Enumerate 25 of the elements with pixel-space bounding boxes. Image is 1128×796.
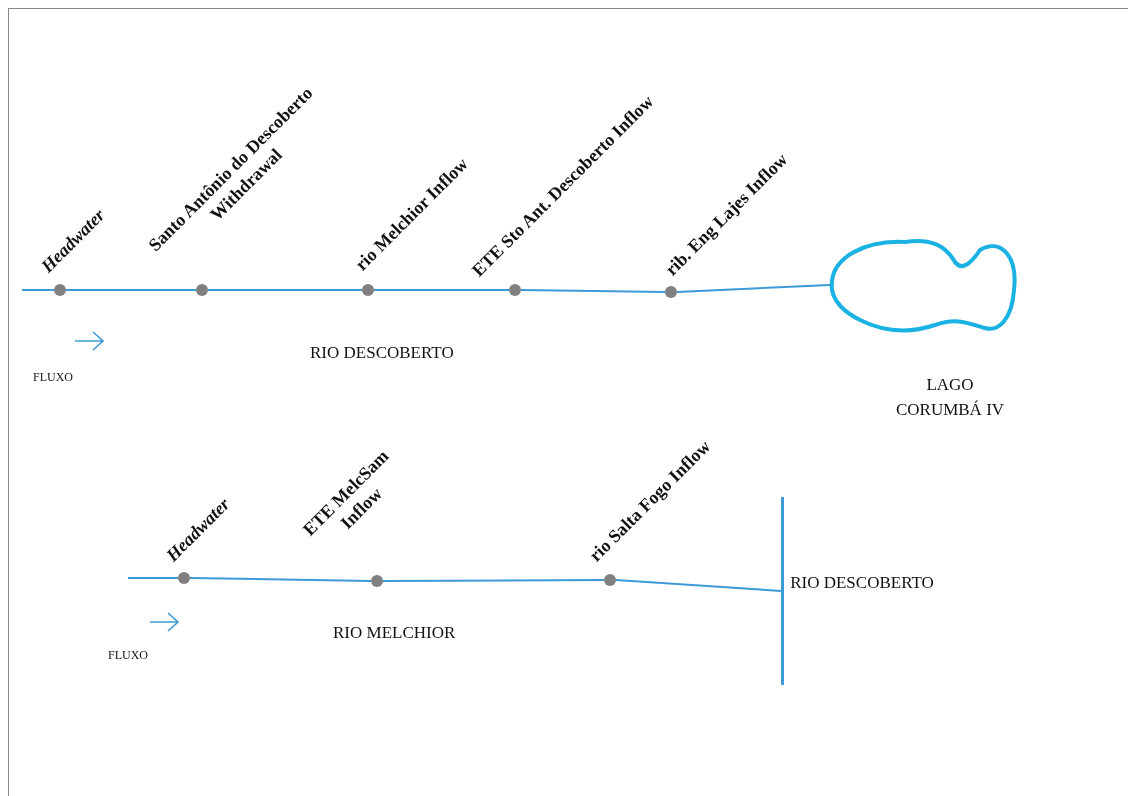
lake-name: LAGO CORUMBÁ IV bbox=[895, 374, 1005, 421]
river-line bbox=[676, 284, 831, 293]
flow-label: FLUXO bbox=[33, 370, 73, 385]
flow-label: FLUXO bbox=[108, 648, 148, 663]
river-line bbox=[781, 497, 784, 685]
river-line bbox=[615, 579, 782, 592]
point-marker bbox=[178, 572, 190, 584]
point-marker bbox=[665, 286, 677, 298]
river-name: RIO MELCHIOR bbox=[333, 623, 456, 643]
river-line bbox=[382, 579, 605, 582]
river-line bbox=[520, 289, 666, 293]
point-marker bbox=[604, 574, 616, 586]
river-line bbox=[127, 577, 179, 579]
river-line bbox=[189, 577, 372, 582]
point-marker bbox=[54, 284, 66, 296]
river-name: RIO DESCOBERTO bbox=[789, 572, 935, 594]
river-line bbox=[207, 289, 363, 291]
river-name: RIO DESCOBERTO bbox=[310, 343, 454, 363]
river-line bbox=[65, 289, 197, 291]
point-marker bbox=[362, 284, 374, 296]
point-marker bbox=[196, 284, 208, 296]
point-marker bbox=[509, 284, 521, 296]
river-line bbox=[21, 289, 55, 291]
river-line bbox=[373, 289, 510, 291]
point-marker bbox=[371, 575, 383, 587]
